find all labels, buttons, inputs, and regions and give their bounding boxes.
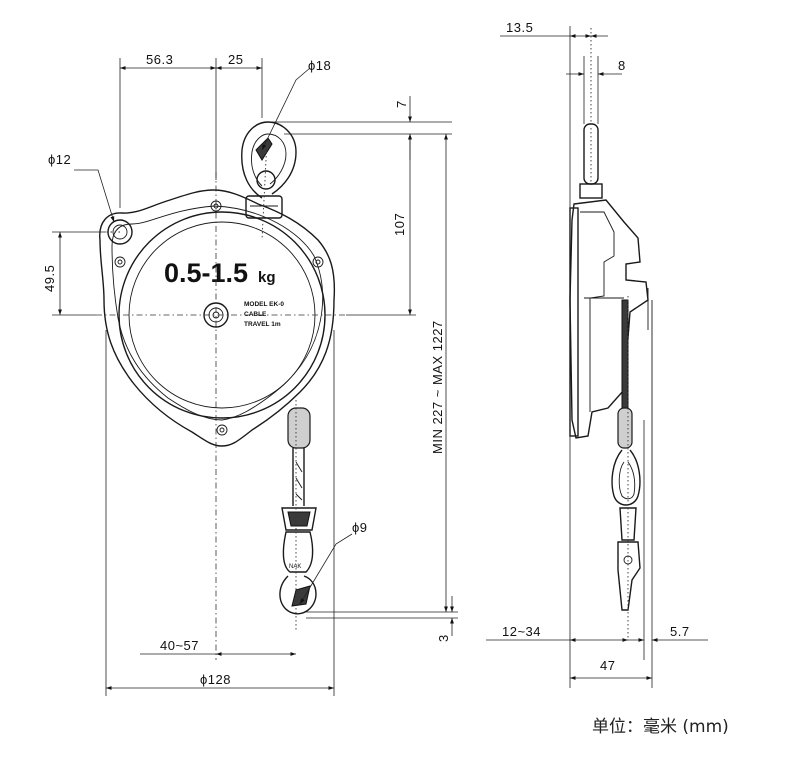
dim-56-3: 56.3 xyxy=(146,52,173,67)
side-dimension-labels: 13.5 8 12~34 5.7 47 xyxy=(502,20,690,673)
dim-phi128: ϕ128 xyxy=(200,672,231,687)
plate-model-text: MODEL EK-0 xyxy=(244,301,284,308)
plate-cable-text: CABLE xyxy=(244,311,267,318)
dim-47: 47 xyxy=(600,658,615,673)
dim-12-34: 12~34 xyxy=(502,624,541,639)
side-body xyxy=(569,123,653,611)
side-view: 13.5 8 12~34 5.7 47 xyxy=(486,20,708,688)
dim-phi18: ϕ18 xyxy=(308,58,331,73)
dim-25: 25 xyxy=(228,52,243,67)
dim-5-7: 5.7 xyxy=(670,624,690,639)
dim-13-5: 13.5 xyxy=(506,20,533,35)
svg-text:NAK: NAK xyxy=(289,564,301,570)
side-center-lines xyxy=(590,28,629,640)
front-view: NAK 0.5-1.5 kg MODEL EK-0 CABLE TRAVEL 1… xyxy=(42,52,458,696)
front-dimension-lines xyxy=(58,66,454,690)
side-dimension-lines xyxy=(486,34,708,680)
unit-note: 单位：毫米 (mm) xyxy=(592,717,729,737)
dim-travel: MIN 227 ~ MAX 1227 xyxy=(430,320,445,454)
front-dimension-labels: 56.3 25 ϕ18 ϕ12 49.5 7 107 MIN 227 ~ MAX… xyxy=(42,52,451,687)
dim-49-5: 49.5 xyxy=(42,265,57,292)
plate-travel-text: TRAVEL 1m xyxy=(244,321,281,328)
capacity-label: 0.5-1.5 xyxy=(164,258,248,288)
dim-40-57: 40~57 xyxy=(160,638,199,653)
cable-and-hook: NAK xyxy=(279,407,317,615)
dim-107: 107 xyxy=(392,213,407,236)
dim-7: 7 xyxy=(394,100,409,108)
front-center-lines xyxy=(96,139,346,660)
dim-8: 8 xyxy=(618,58,626,73)
dim-phi12: ϕ12 xyxy=(48,152,71,167)
dim-3: 3 xyxy=(436,634,451,642)
dim-phi9: ϕ9 xyxy=(352,520,368,535)
nameplate: 0.5-1.5 kg MODEL EK-0 CABLE TRAVEL 1m xyxy=(164,258,284,328)
front-extension-lines xyxy=(52,58,458,696)
capacity-unit-label: kg xyxy=(258,269,276,286)
side-extension-lines xyxy=(569,26,653,688)
